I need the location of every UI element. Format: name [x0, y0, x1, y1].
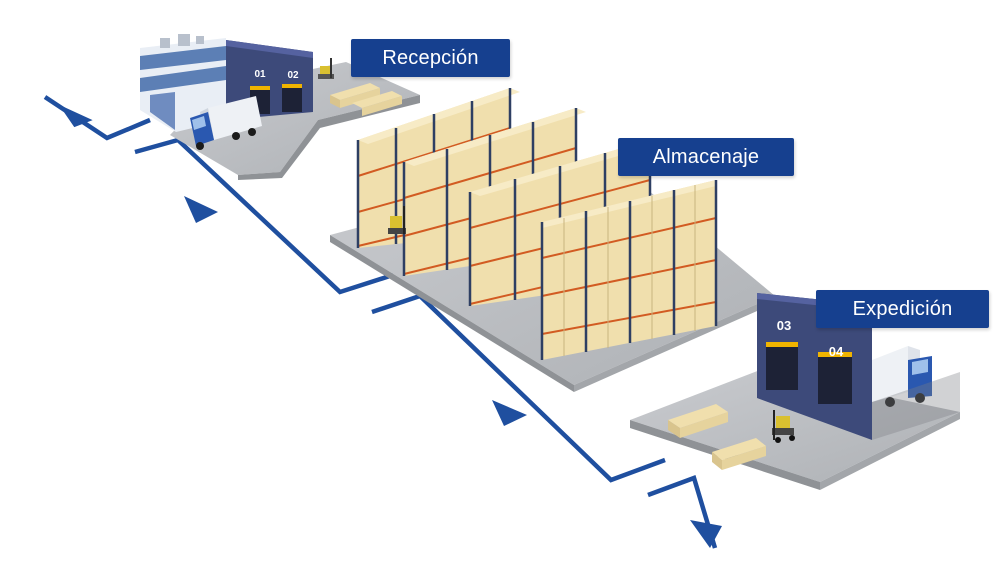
dock-number-03: 03: [777, 318, 791, 333]
flow-segment-entry: [43, 95, 151, 141]
stage-label-almacenaje: Almacenaje: [618, 138, 794, 176]
dock-number-01: 01: [254, 69, 266, 80]
arrowhead-entry: [58, 104, 93, 128]
arrowhead-shipping: [492, 400, 527, 426]
outgoing-truck: [872, 346, 960, 440]
shipping-forklift: [772, 410, 795, 443]
rooftop-units: [160, 34, 204, 48]
flow-arrowheads: [58, 104, 722, 548]
stage-label-recepcion: Recepción: [351, 39, 510, 77]
incoming-truck: [190, 96, 262, 150]
receiving-forklift: [318, 58, 334, 79]
receiving-area: 01 02: [140, 34, 420, 180]
stage-label-expedicion-text: Expedición: [852, 298, 953, 320]
flow-segment-to-storage: [134, 137, 394, 295]
rack-row-4: [540, 180, 718, 360]
shipping-area: 03 04: [630, 293, 960, 490]
stage-label-recepcion-text: Recepción: [382, 47, 479, 69]
shipping-pallets: [668, 404, 766, 470]
dock-number-04: 04: [829, 344, 844, 359]
storage-area: [330, 88, 775, 392]
arrowhead-exit: [690, 520, 722, 548]
stage-label-expedicion: Expedición: [816, 290, 989, 328]
receiving-pallets: [330, 83, 402, 116]
storage-forklift: [388, 206, 406, 234]
stage-label-almacenaje-text: Almacenaje: [652, 146, 760, 168]
dock-number-02: 02: [287, 70, 299, 81]
arrowhead-storage: [184, 196, 218, 223]
flow-segment-to-shipping: [371, 293, 666, 483]
